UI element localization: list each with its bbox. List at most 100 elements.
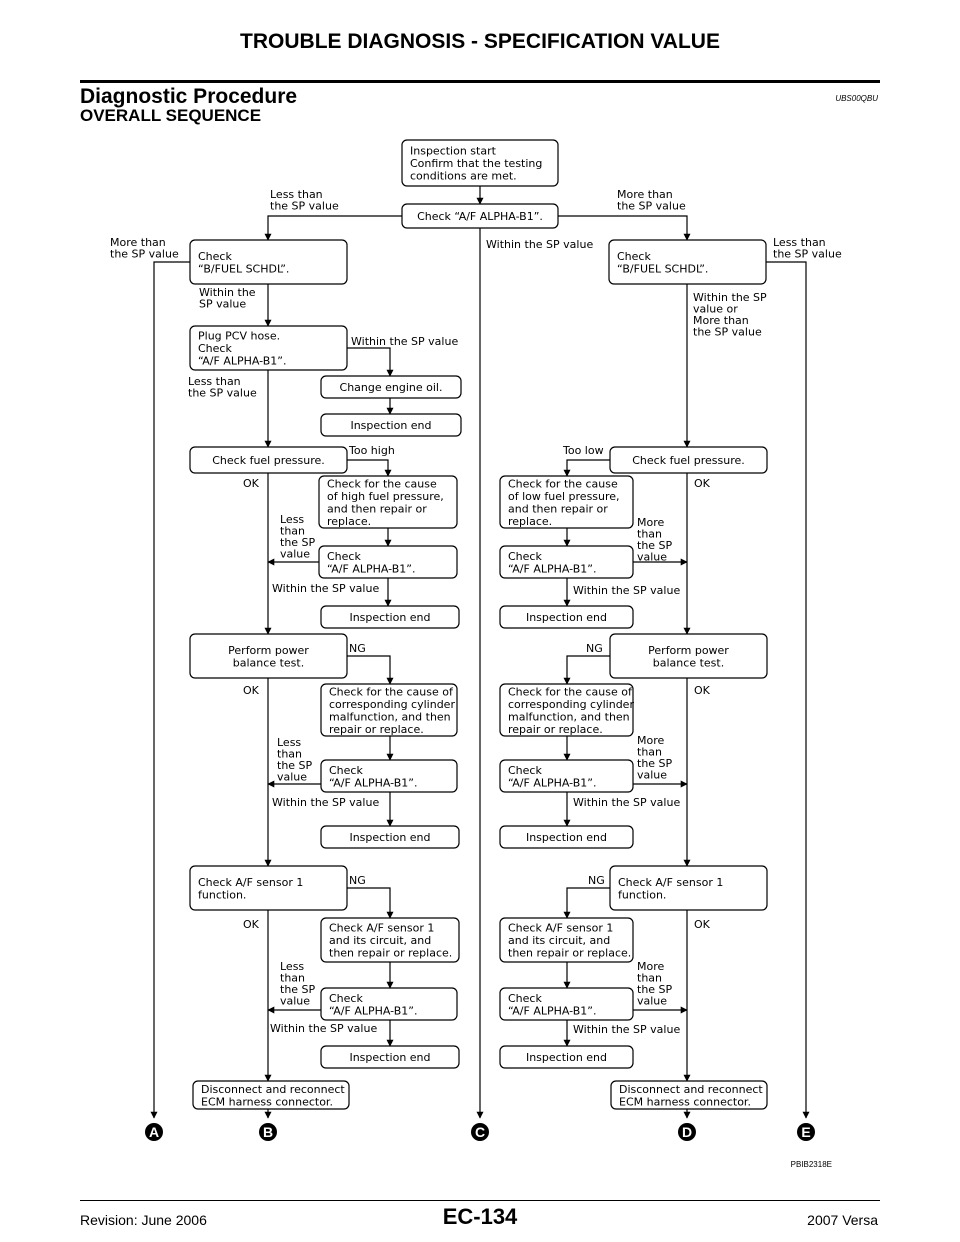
label-text-line: Less xyxy=(280,960,304,973)
label-text-line: value xyxy=(637,995,667,1008)
label-text-line: than xyxy=(637,746,662,759)
line-l-sensor-to-circuit xyxy=(347,887,394,919)
box-l-alpha-2: Check“A/F ALPHA-B1”. xyxy=(320,759,458,793)
footer-revision: Revision: June 2006 xyxy=(80,1212,207,1228)
box-text-line: malfunction, and then xyxy=(329,710,451,723)
box-frame xyxy=(189,325,348,371)
box-frame xyxy=(320,987,458,1021)
connector-letter: A xyxy=(149,1124,159,1140)
box-text-line: Check xyxy=(329,992,363,1005)
box-frame xyxy=(499,987,634,1021)
box-text-line: Inspection end xyxy=(349,1051,430,1064)
label-r-ok-2: OK xyxy=(694,684,711,697)
line-r-press-to-low xyxy=(563,459,610,477)
label-text-line: the SP xyxy=(277,759,313,772)
box-text-line: and its circuit, and xyxy=(508,934,610,947)
box-text-line: “A/F ALPHA-B1”. xyxy=(327,562,416,575)
box-frame xyxy=(320,1045,460,1069)
label-text-line: than xyxy=(637,972,662,985)
label-text-line: value or xyxy=(693,303,738,316)
box-text-line: Change engine oil. xyxy=(340,381,443,394)
box-text-line: Inspection end xyxy=(350,419,431,432)
box-l-end-2: Inspection end xyxy=(320,825,460,849)
connector-letter: C xyxy=(475,1124,485,1140)
connector-circle xyxy=(797,1123,815,1141)
box-text-line: Check A/F sensor 1 xyxy=(508,922,613,935)
box-l-alpha-3: Check“A/F ALPHA-B1”. xyxy=(320,987,458,1021)
footer-rule xyxy=(80,1200,880,1201)
box-text-line: replace. xyxy=(327,515,371,528)
box-text-line: Check for the cause xyxy=(508,477,618,490)
label-text-line: NG xyxy=(588,874,605,887)
label-text-line: Within the SP value xyxy=(573,584,680,597)
box-text-line: Check xyxy=(617,250,651,263)
connector-letter: B xyxy=(263,1124,273,1140)
label-text-line: Within the SP value xyxy=(272,582,379,595)
page-number: EC-134 xyxy=(442,1204,518,1229)
box-l-fuel-pressure: Check fuel pressure. xyxy=(189,446,348,474)
box-frame xyxy=(189,633,348,679)
box-frame xyxy=(499,917,634,963)
connector-a: A xyxy=(145,1123,163,1141)
label-l-within-2: Within the SP value xyxy=(272,582,379,595)
label-text-line: the SP value xyxy=(617,200,686,213)
label-too-high: Too high xyxy=(348,444,395,457)
box-text-line: Confirm that the testing xyxy=(410,157,542,170)
connector-letter: D xyxy=(682,1124,692,1140)
box-text-line: Check A/F sensor 1 xyxy=(618,876,723,889)
box-frame xyxy=(189,446,348,474)
line-l-schdl-to-a xyxy=(150,261,190,1119)
footer-model: 2007 Versa xyxy=(807,1212,878,1228)
box-frame xyxy=(608,239,767,285)
label-l-ok-2: OK xyxy=(243,684,260,697)
label-text-line: OK xyxy=(694,684,711,697)
box-frame xyxy=(499,475,634,529)
label-text-line: More xyxy=(637,734,665,747)
label-text-line: Less xyxy=(277,736,301,749)
box-text-line: then repair or replace. xyxy=(329,947,452,960)
label-text-line: Within the SP xyxy=(693,291,767,304)
label-text-line: More xyxy=(637,516,665,529)
line-r-sensor-to-circuit xyxy=(563,887,610,919)
box-text-line: Check for the cause xyxy=(327,477,437,490)
line-check-to-left xyxy=(264,215,402,241)
box-text-line: of high fuel pressure, xyxy=(327,490,444,503)
label-text-line: than xyxy=(277,748,302,761)
box-l-end-3: Inspection end xyxy=(320,1045,460,1069)
box-text-line: “A/F ALPHA-B1”. xyxy=(508,562,597,575)
label-top-within: Within the SP value xyxy=(486,238,593,251)
box-end-oil: Inspection end xyxy=(320,413,462,437)
box-frame xyxy=(320,605,460,629)
box-frame xyxy=(499,545,634,579)
box-text-line: “A/F ALPHA-B1”. xyxy=(508,1004,597,1017)
label-text-line: the SP value xyxy=(693,326,762,339)
label-l-ok-1: OK xyxy=(243,477,260,490)
section-code: UBS00QBU xyxy=(835,94,878,103)
line-r-schdl-to-e xyxy=(766,261,810,1119)
box-r-end-3: Inspection end xyxy=(499,1045,634,1069)
box-frame xyxy=(499,759,634,793)
box-text-line: Check xyxy=(508,764,542,777)
box-frame xyxy=(401,139,559,187)
label-text-line: the SP value xyxy=(110,248,179,261)
box-text-line: Check xyxy=(198,250,232,263)
box-frame xyxy=(192,1080,350,1110)
label-text-line: NG xyxy=(349,874,366,887)
label-text-line: Less than xyxy=(270,188,323,201)
box-text-line: Plug PCV hose. xyxy=(198,330,280,343)
box-text-line: Inspection end xyxy=(526,1051,607,1064)
box-text-line: Check xyxy=(508,550,542,563)
label-r-within-3: Within the SP value xyxy=(573,796,680,809)
label-text-line: Within the SP value xyxy=(270,1022,377,1035)
label-l-ng-2: NG xyxy=(349,642,366,655)
